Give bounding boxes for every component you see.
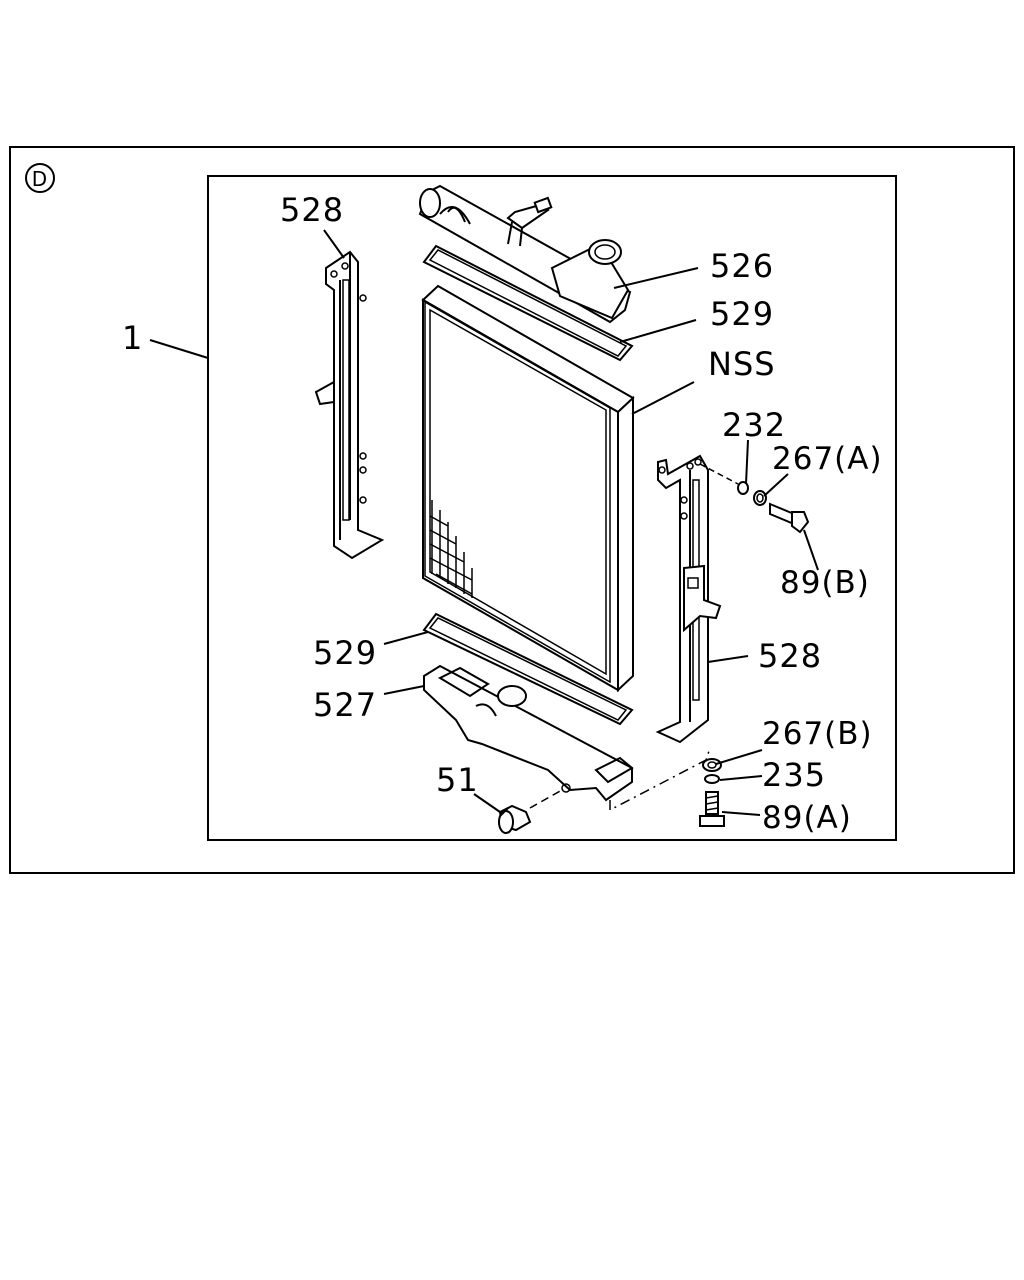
upper-gasket <box>422 244 634 362</box>
label-526: 526 <box>710 247 774 285</box>
nut-267a <box>753 490 767 506</box>
drain-cock-line <box>529 789 563 809</box>
label-nss: NSS <box>708 345 776 383</box>
label-267a: 267(A) <box>772 441 883 477</box>
washer-235 <box>704 774 720 784</box>
lower-tank <box>423 664 634 802</box>
washer-232 <box>737 481 749 495</box>
bracket-right <box>655 454 722 744</box>
bolt-89a <box>699 791 725 827</box>
label-235: 235 <box>762 756 826 794</box>
label-529-lower: 529 <box>313 634 377 672</box>
outer-frame <box>9 146 1015 874</box>
lower-hardware-line <box>609 747 711 812</box>
label-232: 232 <box>722 406 786 444</box>
label-89b: 89(B) <box>780 565 870 601</box>
section-marker-letter: D <box>32 167 48 191</box>
nut-267b <box>702 758 722 772</box>
section-marker: D <box>25 163 55 193</box>
label-51: 51 <box>436 761 479 799</box>
label-267b: 267(B) <box>762 716 873 752</box>
radiator-core <box>421 284 635 693</box>
upper-tank <box>418 184 632 324</box>
label-1: 1 <box>122 319 143 357</box>
inner-frame <box>207 175 897 841</box>
leader-lines <box>149 229 819 816</box>
label-528-left: 528 <box>280 191 344 229</box>
label-527: 527 <box>313 686 377 724</box>
drain-cock <box>498 804 532 834</box>
lower-gasket <box>422 612 634 726</box>
label-529-upper: 529 <box>710 295 774 333</box>
upper-hardware-line <box>699 463 739 485</box>
bracket-left <box>314 250 385 560</box>
label-89a: 89(A) <box>762 800 852 836</box>
bolt-89b <box>769 502 810 534</box>
label-528-right: 528 <box>758 637 822 675</box>
